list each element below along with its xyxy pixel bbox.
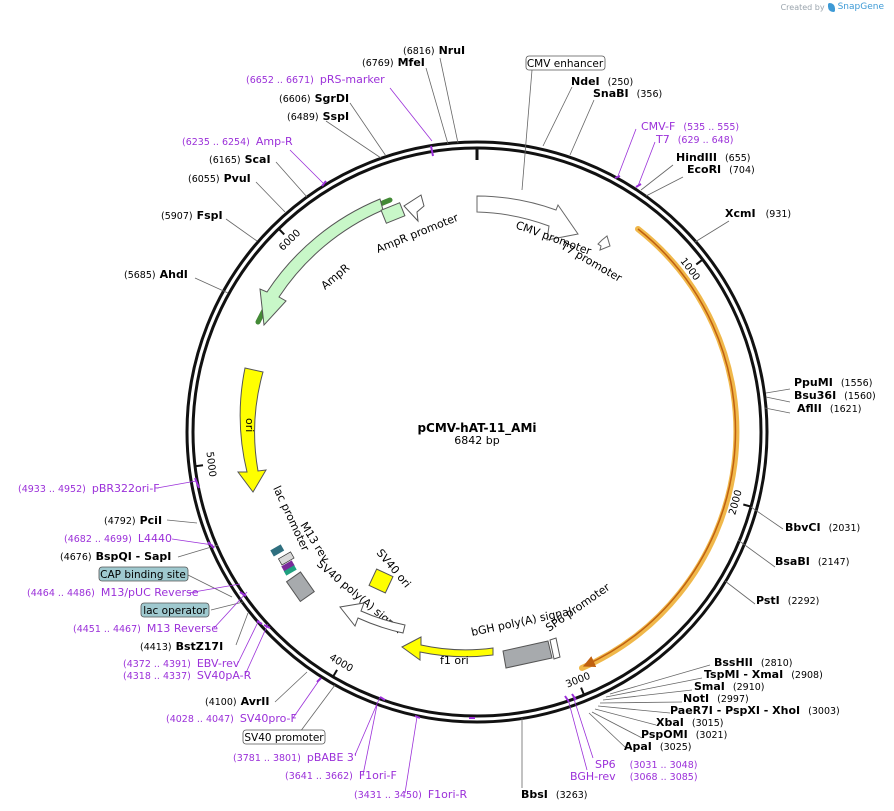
svg-text:lac operator: lac operator (143, 605, 207, 617)
enzyme-label-bsu36i[interactable]: Bsu36I(1560) (794, 389, 876, 402)
enzyme-label-tspmi-xmai[interactable]: TspMI - XmaI(2908) (704, 668, 823, 681)
enzyme-label-ppumi[interactable]: PpuMI(1556) (794, 376, 872, 389)
primer-label-pbr322ori-f[interactable]: (4933 .. 4952)pBR322ori-F (18, 482, 160, 495)
enzyme-label-ndei[interactable]: NdeI(250) (571, 75, 633, 88)
enzyme-label-psti[interactable]: PstI(2292) (756, 594, 819, 607)
primer-label-l4440[interactable]: (4682 .. 4699)L4440 (64, 532, 172, 545)
primer-marks (194, 145, 642, 719)
plasmid-length: 6842 bp (454, 434, 499, 447)
enzyme-label-avrii[interactable]: (4100)AvrII (205, 695, 270, 708)
lac-promoter-marker[interactable] (283, 565, 297, 576)
boxed-label-cap-binding-site[interactable]: CAP binding site (98, 566, 189, 582)
scale-tick-label: 4000 (327, 652, 355, 674)
primer-label-ebv-rev[interactable]: (4372 .. 4391)EBV-rev (123, 657, 240, 670)
ampr-feature[interactable] (259, 198, 384, 327)
primer-label-m13-puc-reverse[interactable]: (4464 .. 4486)M13/pUC Reverse (27, 586, 199, 599)
enzyme-label-scai[interactable]: (6165)ScaI (209, 153, 271, 166)
scale-tick-label: 3000 (564, 671, 592, 691)
enzyme-label-pspomi[interactable]: PspOMI(3021) (641, 728, 727, 741)
m13-rev-marker[interactable] (281, 560, 295, 572)
svg-text:SV40 promoter: SV40 promoter (244, 732, 324, 744)
enzyme-label-bstz17i[interactable]: (4413)BstZ17I (140, 640, 223, 653)
enzyme-label-bbsi[interactable]: BbsI(3263) (521, 788, 588, 801)
primer-label-t7[interactable]: T7(629 .. 648) (655, 133, 733, 146)
scale-tick-mark (332, 669, 338, 678)
bgh-polya-feature[interactable] (502, 640, 553, 669)
enzyme-label-ecori[interactable]: EcoRI(704) (687, 163, 755, 176)
credit-brand: SnapGene (837, 2, 884, 12)
enzyme-label-hindiii[interactable]: HindIII(655) (676, 151, 751, 164)
svg-text:CAP binding site: CAP binding site (100, 569, 186, 581)
primer-labels: (6652 .. 6671)pRS-marker (6235 .. 6254)A… (18, 73, 739, 801)
primer-label-f1ori-f[interactable]: (3641 .. 3662)F1ori-F (285, 769, 397, 782)
enzyme-label-bspqi-sapi[interactable]: (4676)BspQI - SapI (60, 550, 171, 563)
enzyme-label-mfei[interactable]: (6769)MfeI (362, 56, 425, 69)
sp6-promoter-feature[interactable] (549, 637, 561, 660)
enzyme-label-nrui[interactable]: (6816)NruI (403, 44, 465, 57)
enzyme-label-bbvci[interactable]: BbvCI(2031) (785, 521, 860, 534)
boxed-label-cmv-enhancer[interactable]: CMV enhancer (525, 55, 606, 71)
credit-prefix: Created by (780, 2, 825, 12)
t7-promoter-feature[interactable] (597, 235, 611, 251)
ampr-promoter-box (380, 202, 406, 224)
primer-label-sv40pro-f[interactable]: (4028 .. 4047)SV40pro-F (166, 712, 297, 725)
sv40-promoter-feature[interactable] (285, 571, 315, 603)
plasmid-name: pCMV-hAT-11_AMi (417, 421, 536, 436)
scale-tick-mark (743, 503, 752, 508)
boxed-label-sv40-promoter[interactable]: SV40 promoter (242, 729, 326, 745)
enzyme-labels: (6816)NruI (6769)MfeI (6606)SgrDI (6489)… (60, 44, 876, 801)
enzyme-label-xcmi[interactable]: XcmI(931) (725, 207, 791, 220)
ori-feature[interactable] (237, 367, 267, 493)
cmv-promoter-feature[interactable] (476, 195, 579, 241)
enzyme-label-bsshii[interactable]: BssHII(2810) (714, 656, 792, 669)
enzyme-label-noti[interactable]: NotI(2997) (683, 692, 749, 705)
enzyme-label-sspi[interactable]: (6489)SspI (287, 110, 349, 123)
primer-label-m13-reverse[interactable]: (4451 .. 4467)M13 Reverse (73, 622, 218, 635)
primer-label-sp6[interactable]: SP6(3031 .. 3048) (595, 758, 697, 771)
enzyme-label-apai[interactable]: ApaI(3025) (624, 740, 692, 753)
enzyme-label-smai[interactable]: SmaI(2910) (694, 680, 765, 693)
lac-promoter-label: lac promoter (270, 484, 312, 554)
enzyme-label-pcii[interactable]: (4792)PciI (104, 514, 162, 527)
ampr-promoter-feature[interactable] (403, 194, 425, 223)
primer-label-sv40pa-r[interactable]: (4318 .. 4337)SV40pA-R (123, 669, 252, 682)
primer-label-prs-marker[interactable]: (6652 .. 6671)pRS-marker (246, 73, 385, 86)
enzyme-label-paer7i-pspxi-xhoi[interactable]: PaeR7I - PspXI - XhoI(3003) (670, 704, 840, 717)
f1-ori-feature[interactable] (401, 636, 494, 661)
sv40-polya-feature[interactable] (339, 602, 406, 634)
enzyme-label-bsabi[interactable]: BsaBI(2147) (775, 555, 849, 568)
scale-tick-mark (580, 687, 586, 696)
scale-tick-mark (695, 258, 704, 266)
orf-arc (582, 228, 737, 667)
svg-text:CMV enhancer: CMV enhancer (527, 58, 604, 70)
ampr-label: AmpR (319, 261, 353, 292)
enzyme-label-xbai[interactable]: XbaI(3015) (656, 716, 723, 729)
cap-binding-marker[interactable] (270, 544, 285, 557)
primer-label-cmv-f[interactable]: CMV-F(535 .. 555) (641, 120, 739, 133)
enzyme-label-fspi[interactable]: (5907)FspI (161, 209, 223, 222)
scale-tick-label: 5000 (203, 451, 217, 478)
scale-tick-mark (277, 228, 285, 236)
primer-label-amp-r[interactable]: (6235 .. 6254)Amp-R (182, 135, 293, 148)
primer-label-f1ori-r[interactable]: (3431 .. 3450)F1ori-R (354, 788, 467, 801)
scale-tick-mark (194, 464, 204, 468)
enzyme-label-ahdi[interactable]: (5685)AhdI (124, 268, 188, 281)
backbone-outer-ring (185, 140, 769, 724)
primer-label-bgh-rev[interactable]: BGH-rev(3068 .. 3085) (570, 770, 698, 783)
enzyme-label-sgrdi[interactable]: (6606)SgrDI (279, 92, 349, 105)
boxed-label-lac-operator[interactable]: lac operator (140, 602, 210, 618)
f1-ori-label: f1 ori (440, 654, 469, 667)
snapgene-logo-icon (827, 2, 835, 12)
leader-lines (156, 57, 791, 794)
enzyme-label-aflii[interactable]: AflII(1621) (797, 402, 861, 415)
sv40-ori-feature[interactable] (368, 568, 394, 594)
snapgene-credit: Created by SnapGene (781, 2, 884, 12)
primer-label-pbabe-3[interactable]: (3781 .. 3801)pBABE 3' (233, 751, 357, 764)
enzyme-label-snabi[interactable]: SnaBI(356) (593, 87, 662, 100)
ori-label: ori (243, 418, 256, 432)
lac-operator-marker[interactable] (277, 551, 295, 566)
enzyme-label-pvui[interactable]: (6055)PvuI (188, 172, 251, 185)
